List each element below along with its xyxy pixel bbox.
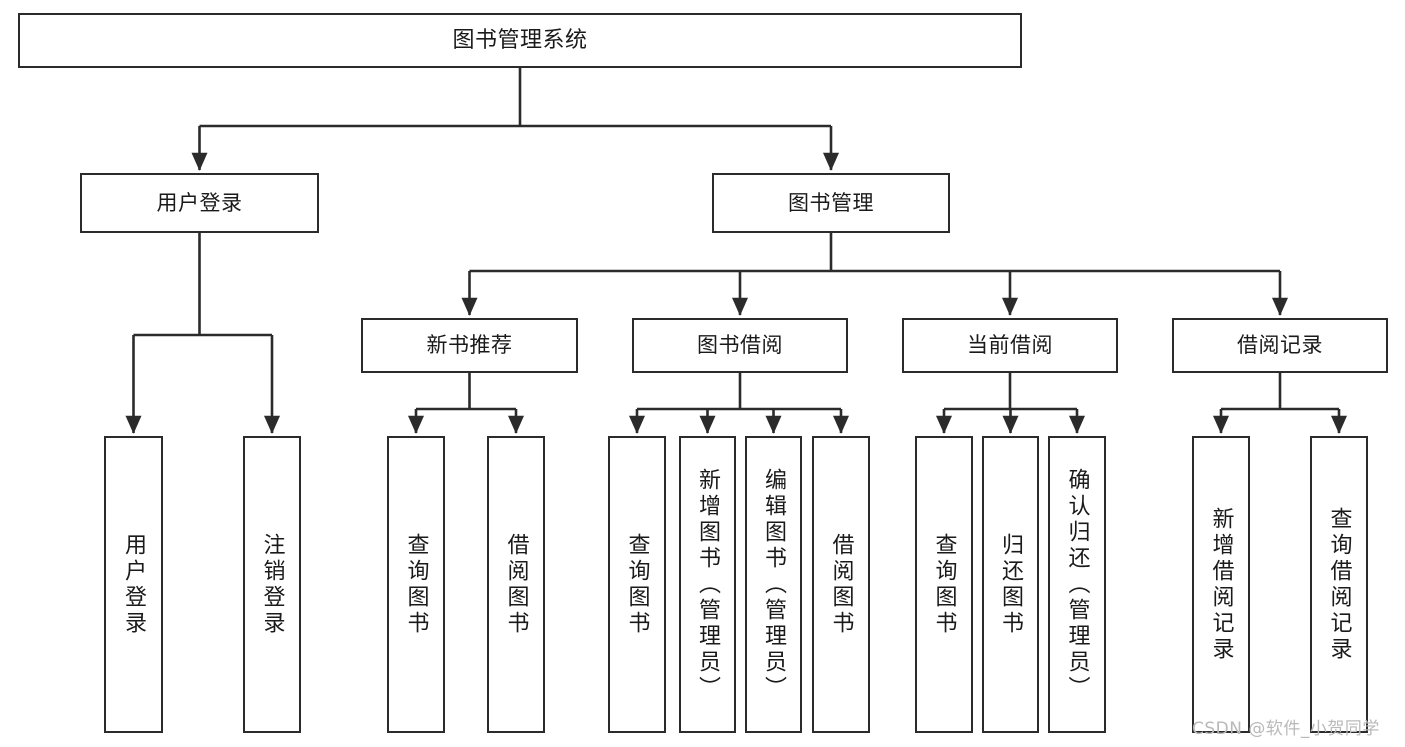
node-leaf-query-borrow-record[interactable]: 查询借阅记录 (1310, 436, 1368, 733)
node-leaf-query-book-borrow[interactable]: 查询图书 (608, 436, 666, 733)
node-leaf-return-book[interactable]: 归还图书 (982, 436, 1039, 733)
book-manage-label: 图书管理 (788, 190, 874, 215)
leaf-edit-book-admin-label: 编辑图书（管理员） (761, 467, 787, 702)
leaf-query-borrow-record-label: 查询借阅记录 (1326, 506, 1352, 663)
node-current-borrow[interactable]: 当前借阅 (902, 318, 1118, 373)
watermark: CSDN @软件_小贺同学 (1192, 719, 1380, 739)
node-leaf-add-borrow-record[interactable]: 新增借阅记录 (1192, 436, 1250, 733)
borrow-record-label: 借阅记录 (1237, 333, 1323, 358)
node-leaf-user-login[interactable]: 用户登录 (104, 436, 163, 733)
leaf-user-logout-label: 注销登录 (259, 532, 285, 637)
leaf-user-login-label: 用户登录 (121, 532, 147, 637)
leaf-return-book-label: 归还图书 (998, 532, 1024, 637)
node-leaf-user-logout[interactable]: 注销登录 (243, 436, 301, 733)
leaf-add-borrow-record-label: 新增借阅记录 (1208, 506, 1234, 663)
user-login-label: 用户登录 (156, 190, 243, 215)
node-user-login[interactable]: 用户登录 (80, 173, 319, 233)
node-new-book-recommend[interactable]: 新书推荐 (361, 318, 578, 373)
node-leaf-borrow-book[interactable]: 借阅图书 (812, 436, 870, 733)
leaf-add-book-admin-label: 新增图书（管理员） (695, 467, 721, 702)
node-leaf-query-book-current[interactable]: 查询图书 (915, 436, 973, 733)
new-book-recommend-label: 新书推荐 (426, 333, 513, 358)
leaf-borrow-book-label: 借阅图书 (828, 532, 854, 637)
leaf-borrow-book-rec-label: 借阅图书 (503, 532, 529, 637)
node-leaf-query-book-rec[interactable]: 查询图书 (387, 436, 445, 733)
node-borrow-record[interactable]: 借阅记录 (1172, 318, 1388, 373)
leaf-confirm-return-admin-label: 确认归还（管理员） (1064, 467, 1090, 702)
leaf-query-book-rec-label: 查询图书 (403, 532, 429, 637)
leaf-query-book-borrow-label: 查询图书 (624, 532, 650, 637)
leaf-query-book-current-label: 查询图书 (931, 532, 957, 637)
node-book-borrow[interactable]: 图书借阅 (632, 318, 848, 373)
current-borrow-label: 当前借阅 (967, 333, 1053, 358)
node-leaf-edit-book-admin[interactable]: 编辑图书（管理员） (745, 436, 802, 733)
node-book-manage[interactable]: 图书管理 (712, 173, 950, 233)
node-leaf-add-book-admin[interactable]: 新增图书（管理员） (679, 436, 736, 733)
node-leaf-confirm-return-admin[interactable]: 确认归还（管理员） (1048, 436, 1106, 733)
node-leaf-borrow-book-rec[interactable]: 借阅图书 (487, 436, 545, 733)
node-root[interactable]: 图书管理系统 (18, 13, 1022, 68)
node-root-label: 图书管理系统 (452, 27, 588, 53)
book-borrow-label: 图书借阅 (697, 333, 783, 358)
